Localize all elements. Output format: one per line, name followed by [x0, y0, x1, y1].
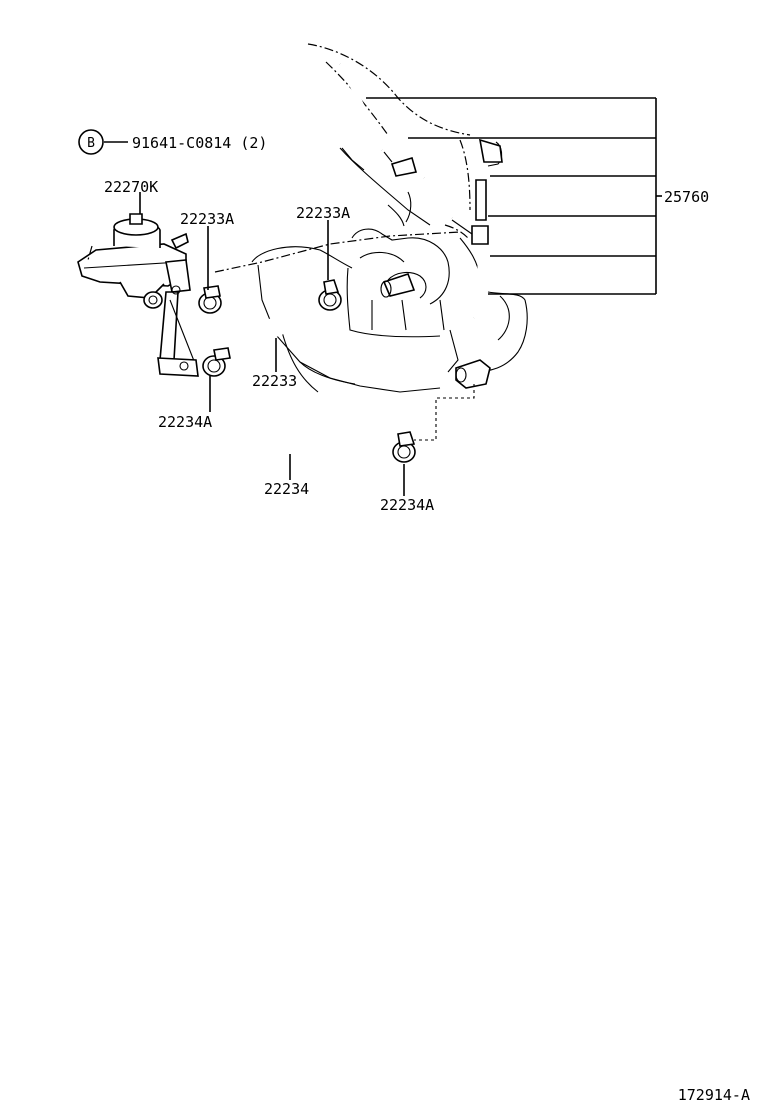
valve-assembly-22270k: [77, 213, 199, 377]
label-hose-22233: 22233: [252, 372, 297, 390]
clamp-22233a-left: [198, 285, 222, 314]
label-bolt: 91641-C0814 (2): [132, 134, 267, 152]
vacuum-hose-25760: [337, 62, 489, 319]
circle-ref-label: B: [87, 136, 95, 151]
circle-ref-b: B: [78, 129, 104, 155]
label-clamp-22234a-right: 22234A: [380, 496, 434, 514]
leader-bracket-25760: [366, 97, 662, 295]
label-clamp-22234a-left: 22234A: [158, 413, 212, 431]
engine-outline: [214, 43, 528, 441]
label-hose-22234: 22234: [264, 480, 309, 498]
clamp-22234a-right: [392, 431, 416, 463]
figure-id: 172914-A: [678, 1086, 750, 1104]
label-vacuum-hose: 25760: [664, 188, 709, 206]
clamp-22233a-mid: [318, 279, 342, 311]
leader-lines: [104, 141, 405, 496]
hose-22234: [223, 383, 387, 473]
hose-22233: [221, 311, 303, 340]
label-valve: 22270K: [104, 178, 158, 196]
label-clamp-22233a-mid: 22233A: [296, 204, 350, 222]
label-clamp-22233a-left: 22233A: [180, 210, 234, 228]
clamp-22234a-left: [202, 347, 231, 377]
